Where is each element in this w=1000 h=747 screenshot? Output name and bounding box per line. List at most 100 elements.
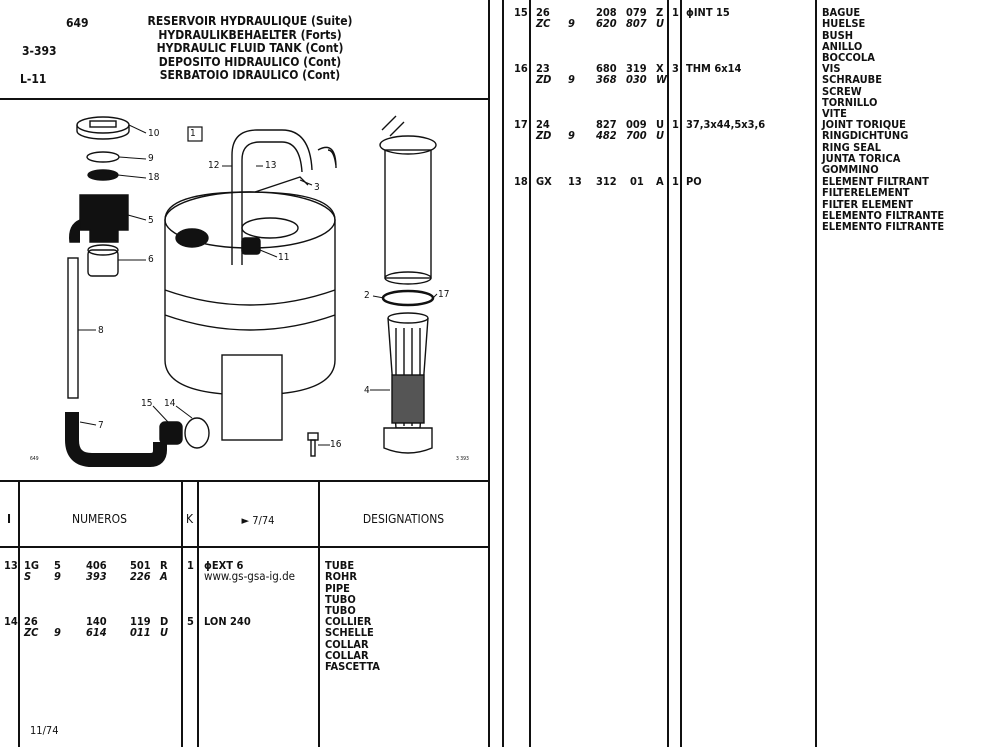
spec: PO [686, 175, 702, 188]
callout-17: 17 [438, 289, 450, 300]
num-code: 030 [626, 73, 647, 86]
num-code: S [24, 570, 32, 583]
col-sep-desig [318, 480, 320, 747]
diagram-corner-left: 649 [30, 456, 39, 462]
num-code: 368 [596, 73, 617, 86]
spec: 37,3x44,5x3,6 [686, 118, 766, 131]
designation-es: ELEMENTO FILTRANTE [822, 208, 945, 222]
designation-en: SCREW [822, 84, 862, 98]
left-page-border [488, 0, 490, 747]
num-code: 9 [54, 570, 61, 583]
num-code: Z [656, 6, 664, 19]
num-code: ZC [536, 17, 551, 30]
num-code: U [656, 17, 665, 30]
num-code: 501 [130, 559, 151, 572]
num-code: W [656, 73, 667, 86]
quantity: 1 [672, 175, 679, 188]
designation-es: COLLAR [325, 648, 369, 662]
title-block: RESERVOIR HYDRAULIQUE (Suite) HYDRAULIKB… [130, 14, 370, 83]
designation-en: BUSH [822, 28, 853, 42]
rcol-sep-spec [680, 0, 682, 747]
num-code: 9 [568, 129, 575, 142]
designation-list: BAGUE HUELSE BUSH ANILLO BOCCOLA [822, 7, 875, 64]
designation-it: TUBO [325, 604, 356, 618]
title-it: SERBATOIO IDRAULICO (Cont) [159, 68, 341, 82]
num-code: 13 [568, 175, 582, 188]
num-code: U [656, 129, 665, 142]
spec: THM 6x14 [686, 62, 742, 75]
title-en: HYDRAULIC FLUID TANK (Cont) [156, 41, 344, 55]
quantity: 1 [672, 6, 679, 19]
col-sep-i [18, 480, 20, 747]
title-de: HYDRAULIKBEHAELTER (Forts) [158, 27, 342, 42]
designation-it: VITE [822, 107, 847, 121]
num-code: 011 [130, 626, 151, 639]
designation-fr: ELEMENT FILTRANT [822, 175, 929, 188]
item-number: 16 [514, 62, 528, 75]
num-code: 827 [596, 118, 617, 131]
num-code: 482 [596, 129, 617, 142]
num-code: 140 [86, 615, 107, 628]
num-code: 9 [568, 17, 575, 30]
designation-en: RING SEAL [822, 140, 882, 154]
num-code: U [656, 118, 665, 131]
designation-es: TUBO [325, 592, 356, 606]
num-code: R [160, 559, 168, 572]
num-code: ZD [536, 129, 552, 142]
num-code: 23 [536, 62, 550, 75]
callout-3: 3 [314, 182, 320, 193]
website-watermark: www.gs-gsa-ig.de [204, 569, 296, 583]
callout-16: 16 [330, 439, 342, 450]
callout-5: 5 [148, 215, 154, 226]
exploded-parts-diagram [65, 115, 438, 467]
num-code: 680 [596, 62, 617, 75]
col-header-k: K [185, 512, 194, 526]
num-code: GX [536, 175, 552, 188]
num-code: ZD [536, 73, 552, 86]
col-header-designations: DESIGNATIONS [362, 512, 445, 526]
num-code: 393 [86, 570, 107, 583]
right-page-border [502, 0, 504, 747]
quantity: 3 [672, 62, 679, 75]
callout-14: 14 [164, 398, 176, 409]
footer-date-code: 11/74 [30, 724, 59, 737]
designation-en: COLLAR [325, 637, 369, 651]
rcol-sep-i [529, 0, 531, 747]
spec: LON 240 [204, 615, 251, 628]
quantity: 1 [672, 118, 679, 131]
callout-18: 18 [148, 172, 160, 183]
num-code: A [656, 175, 664, 188]
callout-11: 11 [278, 252, 290, 263]
designation-de: ROHR [325, 570, 357, 584]
col-header-numeros: NUMEROS [72, 512, 127, 526]
rcol-sep-k [667, 0, 669, 747]
num-code: 226 [130, 570, 151, 583]
item-number: 17 [514, 118, 528, 131]
num-code: 406 [86, 559, 107, 572]
num-code: 9 [568, 73, 575, 86]
group-code: L-11 [20, 72, 47, 86]
designation-list: TUBE ROHR PIPE TUBO TUBO [325, 560, 357, 618]
diagram-divider [0, 480, 490, 482]
designation-list: VIS SCHRAUBE SCREW TORNILLO VITE [822, 62, 882, 121]
num-code: 24 [536, 118, 550, 131]
designation-en: PIPE [325, 581, 350, 595]
designation-fr: VIS [822, 62, 841, 75]
col-sep-spec [197, 480, 199, 747]
designation-it: ELEMENTO FILTRANTE [822, 220, 945, 234]
num-code: 26 [24, 615, 38, 628]
diagram-corner-right: 3 393 [456, 456, 469, 462]
callout-8: 8 [98, 325, 104, 336]
num-code: D [160, 615, 169, 628]
num-code: 614 [86, 626, 107, 639]
designation-de: FILTERELEMENT [822, 186, 910, 200]
item-number: 13 [4, 559, 18, 572]
designation-de: HUELSE [822, 17, 866, 31]
num-code: 1G [24, 559, 40, 572]
col-sep-k [181, 480, 183, 747]
quantity: 5 [187, 615, 194, 628]
designation-de: RINGDICHTUNG [822, 129, 909, 143]
designation-list: COLLIER SCHELLE COLLAR COLLAR FASCETTA [325, 616, 380, 673]
callout-9: 9 [148, 153, 154, 164]
num-code: 009 [626, 118, 647, 131]
